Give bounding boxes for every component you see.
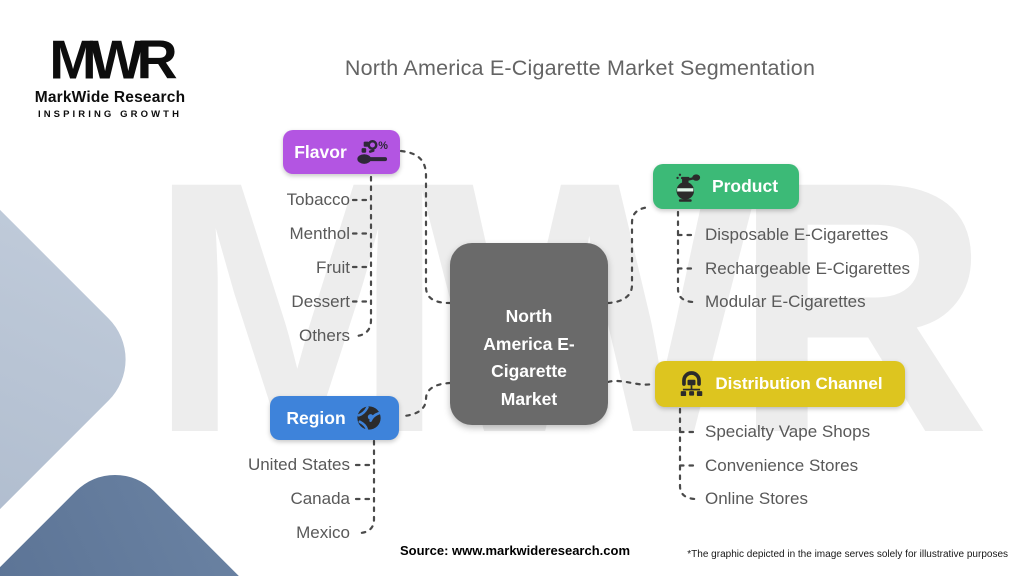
list-item: Mexico: [296, 523, 350, 542]
flavor-item-list: Tobacco Menthol Fruit Dessert Others: [287, 188, 350, 348]
connector-center-product: [606, 205, 652, 305]
list-item: Dessert: [291, 291, 350, 311]
globe-icon: [357, 406, 381, 431]
distribution-item-list: Specialty Vape Shops Convenience Stores …: [705, 420, 870, 511]
source-credit: Source: www.markwideresearch.com: [400, 543, 631, 558]
sitemap-icon: [681, 371, 703, 397]
branch-label-distribution: Distribution Channel: [715, 374, 883, 393]
list-item: Tobacco: [286, 190, 350, 209]
connector-center-distribution: [606, 379, 654, 386]
connector-flavor-center: [399, 149, 452, 305]
branch-node-product: Product: [653, 164, 799, 209]
list-item: Rechargeable E-Cigarettes: [705, 258, 911, 278]
branch-node-flavor: Flavor %: [283, 130, 400, 174]
connector-center-region: [401, 381, 452, 418]
page-title: North America E-Cigarette Market Segment…: [344, 56, 816, 80]
product-item-list: Disposable E-Cigarettes Rechargeable E-C…: [705, 223, 910, 314]
list-item: Others: [298, 325, 350, 345]
connector-distribution-list-ticks: [678, 430, 700, 467]
list-item: Disposable E-Cigarettes: [705, 225, 889, 244]
branch-label-product: Product: [711, 176, 779, 196]
brand-logo: MWR MarkWide Research INSPIRING GROWTH: [28, 32, 192, 120]
connector-product-list-spine: [676, 210, 695, 304]
list-item: Modular E-Cigarettes: [705, 292, 866, 311]
logo-mark: MWR: [49, 29, 177, 91]
flavor-spoon-icon: %: [357, 139, 388, 164]
list-item: Online Stores: [705, 489, 808, 508]
region-item-list: United States Canada Mexico: [248, 453, 350, 545]
list-item: Convenience Stores: [705, 455, 859, 475]
connector-flavor-list-ticks: [351, 198, 373, 303]
list-item: Specialty Vape Shops: [705, 422, 871, 441]
list-item: United States: [247, 455, 350, 474]
disclaimer-note: *The graphic depicted in the image serve…: [687, 549, 1008, 560]
list-item: Menthol: [289, 223, 350, 243]
connector-flavor-list-spine: [355, 175, 373, 338]
connector-region-list-spine: [358, 439, 376, 535]
center-node: North America E- Cigarette Market: [450, 243, 608, 425]
connector-distribution-list-spine: [678, 407, 697, 501]
logo-tagline: INSPIRING GROWTH: [37, 109, 183, 120]
logo-name: MarkWide Research: [34, 89, 186, 106]
list-item: Fruit: [316, 257, 350, 277]
connector-region-list-ticks: [354, 463, 376, 501]
branch-node-distribution: Distribution Channel: [655, 361, 905, 407]
svg-text:%: %: [378, 139, 388, 151]
atomizer-bottle-icon: [676, 173, 701, 202]
list-item: Canada: [290, 489, 350, 508]
branch-node-region: Region: [270, 396, 399, 440]
branch-label-region: Region: [286, 407, 346, 428]
connector-product-list-ticks: [676, 233, 699, 270]
branch-label-flavor: Flavor: [294, 141, 347, 162]
